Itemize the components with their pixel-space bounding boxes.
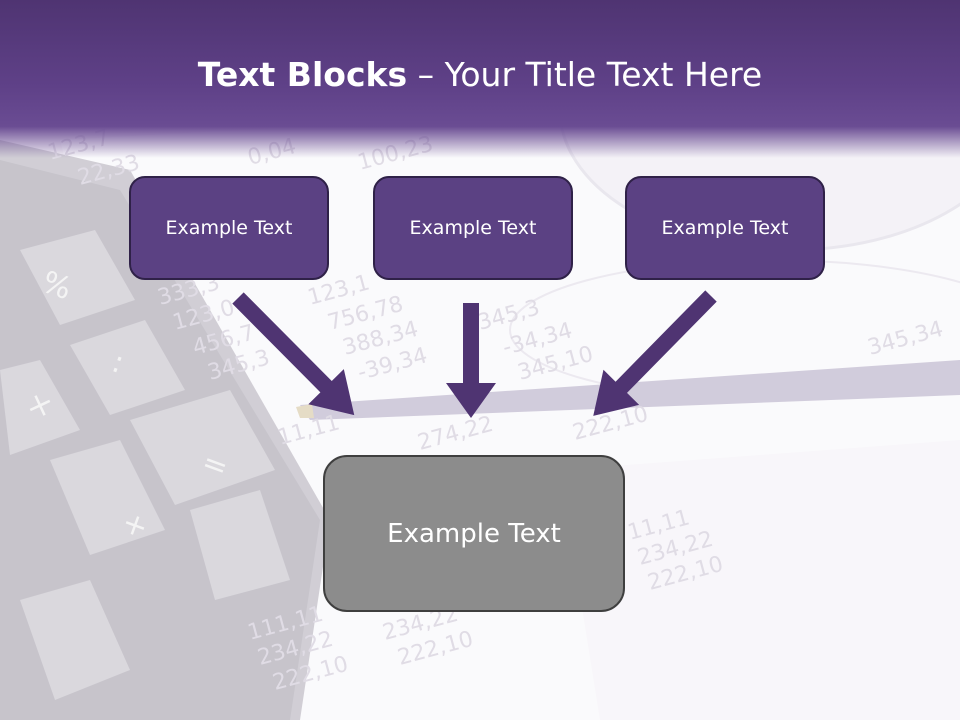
slide-title[interactable]: Text Blocks – Your Title Text Here xyxy=(0,52,960,98)
text-block-2-label: Example Text xyxy=(409,217,537,239)
title-bar xyxy=(0,0,960,158)
title-rest-text: Your Title Text Here xyxy=(444,55,763,94)
title-separator: – xyxy=(407,55,445,94)
text-block-1-label: Example Text xyxy=(165,217,293,239)
text-block-1[interactable]: Example Text xyxy=(129,176,329,280)
title-bold-text: Text Blocks xyxy=(197,55,408,94)
text-block-2[interactable]: Example Text xyxy=(373,176,573,280)
target-block-label: Example Text xyxy=(387,518,561,549)
target-block[interactable]: Example Text xyxy=(323,455,625,612)
text-block-3-label: Example Text xyxy=(661,217,789,239)
text-block-3[interactable]: Example Text xyxy=(625,176,825,280)
